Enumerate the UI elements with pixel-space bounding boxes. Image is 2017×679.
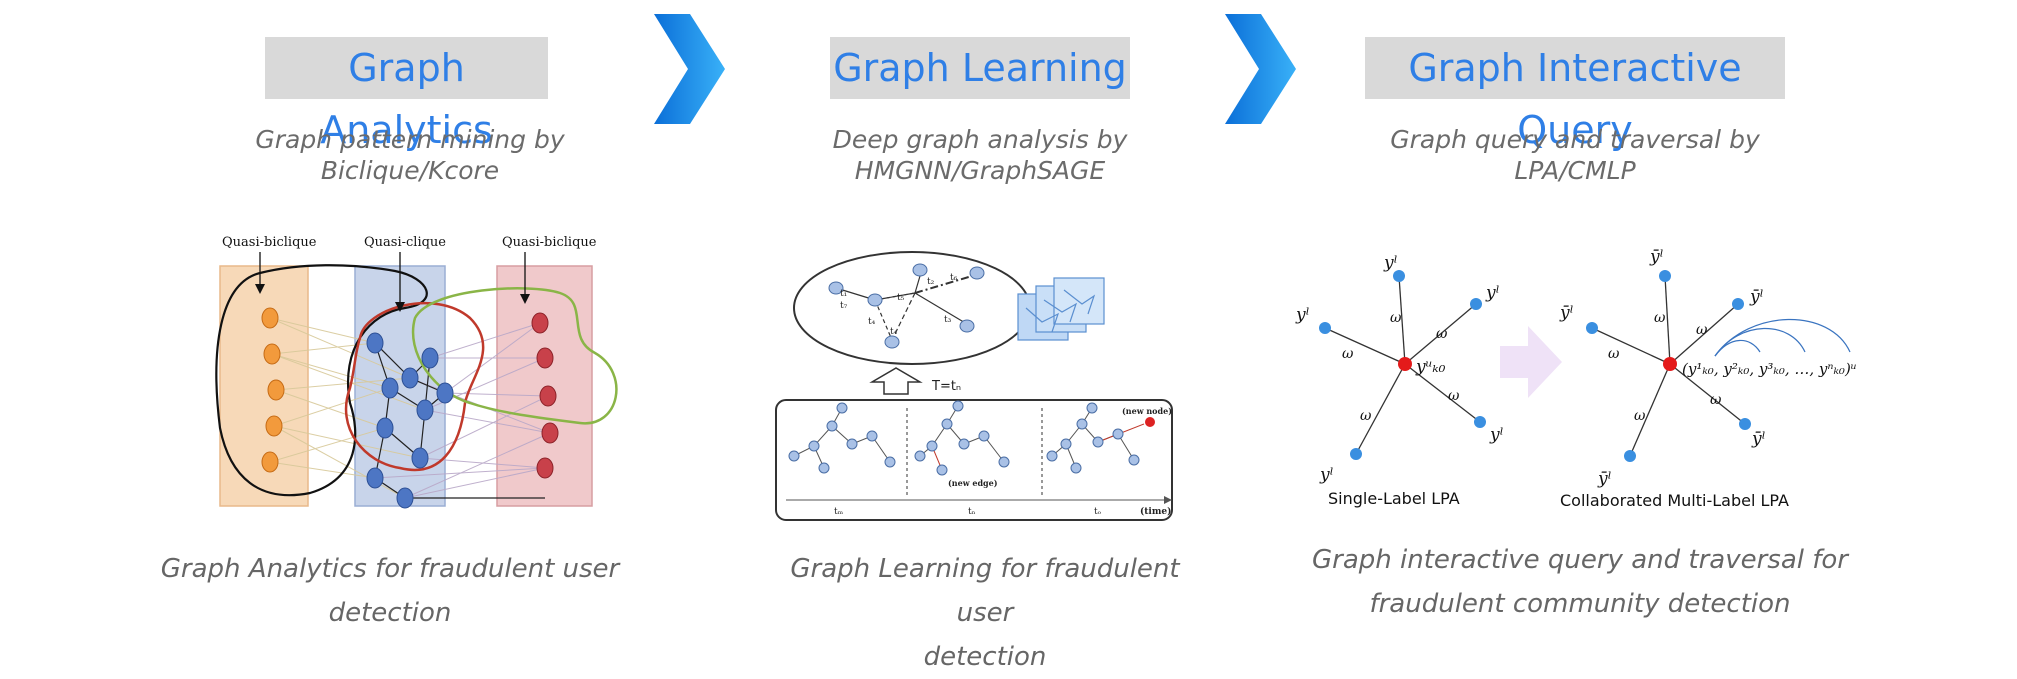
label-ybar-top: ȳˡ xyxy=(1649,247,1664,267)
omega-4: ω xyxy=(1448,388,1460,404)
label-t-equals-tn: T=tₙ xyxy=(931,379,961,394)
section-title: Graph Interactive Query xyxy=(1365,37,1785,152)
omega-m4: ω xyxy=(1710,392,1722,408)
subtitle-line-1: Deep graph analysis by xyxy=(832,125,1128,154)
label-to: tₒ xyxy=(1094,507,1102,517)
section-caption: Graph interactive query and traversal fo… xyxy=(1300,538,1860,626)
new-node xyxy=(1145,417,1155,427)
label-yl-left: yˡ xyxy=(1295,305,1310,325)
snapshot-ellipse xyxy=(793,251,1031,365)
up-arrow xyxy=(869,367,923,395)
label-tm: tₘ xyxy=(834,507,844,517)
subtitle-line-2: HMGNN/GraphSAGE xyxy=(854,156,1106,185)
label-center-single: yᵘₖ₀ xyxy=(1415,357,1446,377)
subtitle-line-2: LPA/CMLP xyxy=(1514,156,1636,185)
label-time: (time) xyxy=(1140,506,1171,517)
label-multi-lpa: Collaborated Multi-Label LPA xyxy=(1560,491,1789,510)
chevron-arrow-2-icon xyxy=(1225,14,1296,124)
label-quasi-biclique-left: Quasi-biclique xyxy=(222,235,317,250)
label-ybar-left: ȳˡ xyxy=(1559,303,1574,323)
section-subtitle: Graph pattern mining by Biclique/Kcore xyxy=(170,124,650,186)
label-t7: t₇ xyxy=(840,301,848,311)
label-tn: tₙ xyxy=(968,507,976,517)
omega-m5: ω xyxy=(1634,408,1646,424)
label-t4b: t₄ xyxy=(890,327,898,337)
label-ybar-right: ȳˡ xyxy=(1749,287,1764,307)
label-ybar-bottomright: ȳˡ xyxy=(1751,429,1766,449)
subtitle-line-2: Biclique/Kcore xyxy=(320,156,500,185)
transition-arrow-icon xyxy=(1500,326,1562,398)
caption-line-2: detection xyxy=(328,598,452,628)
omega-m2: ω xyxy=(1696,322,1708,338)
temporal-graph-diagram: t₁ t₇ t₂ t₅ t₄ t₆ t₃ t₄ T=tₙ xyxy=(775,251,1173,521)
section-graph-analytics: Graph Analytics Graph pattern mining by … xyxy=(0,0,760,638)
caption-line-1: Graph Learning for fraudulent user xyxy=(790,554,1180,628)
label-t3: t₃ xyxy=(944,315,952,325)
red-outline xyxy=(344,302,485,472)
label-quasi-clique: Quasi-clique xyxy=(364,235,446,250)
biclique-diagram: Quasi-biclique Quasi-clique Quasi-bicliq… xyxy=(215,235,618,509)
label-new-node: (new node) xyxy=(1122,406,1172,416)
section-graph-learning: Graph Learning Deep graph analysis by HM… xyxy=(760,0,1280,672)
subtitle-line-1: Graph pattern mining by xyxy=(255,125,565,154)
lpa-diagram: yˡ yˡ yˡ yˡ yˡ yᵘₖ₀ ω ω ω ω ω Single-Lab… xyxy=(1295,247,1857,510)
chevron-arrow-1-icon xyxy=(654,14,725,124)
section-subtitle: Deep graph analysis by HMGNN/GraphSAGE xyxy=(760,124,1200,186)
label-new-edge: (new edge) xyxy=(948,478,998,488)
label-yl-right: yˡ xyxy=(1485,283,1500,303)
label-t2: t₂ xyxy=(927,277,935,287)
label-yl-top: yˡ xyxy=(1383,253,1398,273)
caption-line-1: Graph interactive query and traversal fo… xyxy=(1312,545,1848,575)
section-caption: Graph Analytics for fraudulent user dete… xyxy=(150,547,630,635)
section-title: Graph Learning xyxy=(830,37,1130,99)
omega-1: ω xyxy=(1390,310,1402,326)
omega-m3: ω xyxy=(1608,346,1620,362)
omega-3: ω xyxy=(1342,346,1354,362)
section-title: Graph Analytics xyxy=(265,37,548,152)
timeline-box xyxy=(775,399,1173,521)
subtitle-line-1: Graph query and traversal by xyxy=(1390,125,1760,154)
label-center-multi: (y¹ₖ₀, y²ₖ₀, y³ₖ₀, …, yⁿₖ₀)ᵘ xyxy=(1682,360,1857,378)
black-outline xyxy=(215,264,428,497)
label-single-lpa: Single-Label LPA xyxy=(1328,489,1460,508)
section-graph-interactive-query: Graph Interactive Query Graph query and … xyxy=(1280,0,2017,638)
stacked-snapshots xyxy=(1017,277,1105,341)
left-panel xyxy=(219,265,309,507)
caption-line-1: Graph Analytics for fraudulent user xyxy=(160,554,620,584)
omega-2: ω xyxy=(1436,326,1448,342)
label-ybar-bottomleft: ȳˡ xyxy=(1597,469,1612,489)
caption-line-2: detection xyxy=(923,642,1047,672)
label-t5: t₅ xyxy=(897,293,905,303)
omega-5: ω xyxy=(1360,408,1372,424)
label-yl-bottomleft: yˡ xyxy=(1319,465,1334,485)
omega-m1: ω xyxy=(1654,310,1666,326)
section-subtitle: Graph query and traversal by LPA/CMLP xyxy=(1335,124,1815,186)
label-yl-bottomright: yˡ xyxy=(1489,425,1504,445)
section-caption: Graph Learning for fraudulent user detec… xyxy=(760,547,1210,679)
caption-line-2: fraudulent community detection xyxy=(1369,589,1791,619)
label-t6: t₆ xyxy=(950,273,958,283)
label-quasi-biclique-right: Quasi-biclique xyxy=(502,235,597,250)
label-t1: t₁ xyxy=(840,289,847,299)
label-t4: t₄ xyxy=(868,317,876,327)
green-outline xyxy=(411,287,618,425)
